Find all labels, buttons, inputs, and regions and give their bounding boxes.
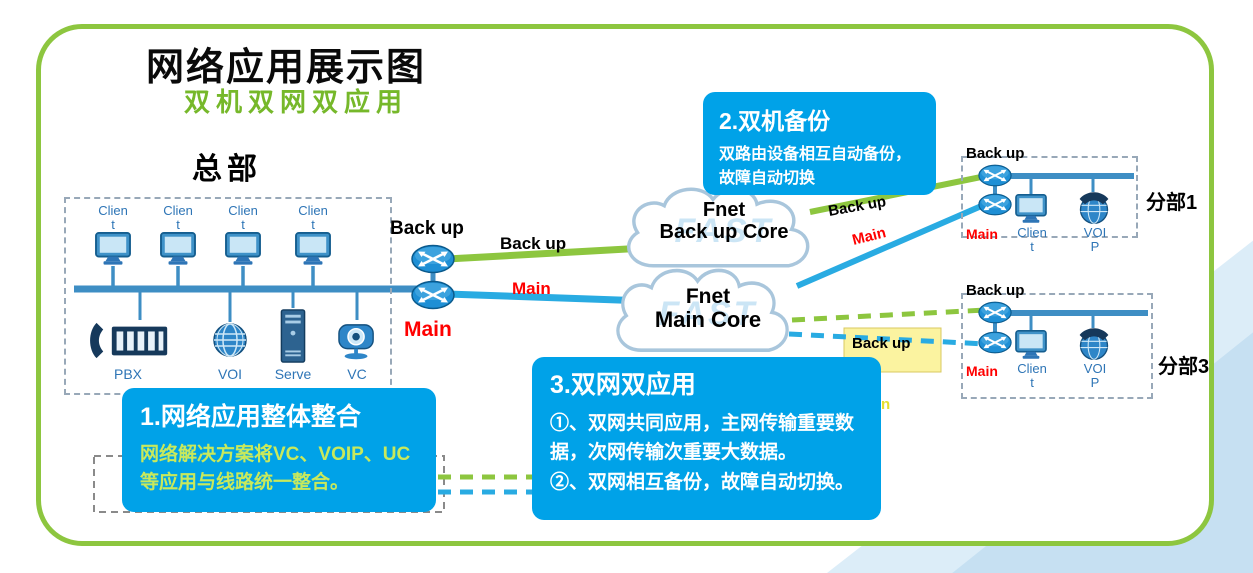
globe-icon xyxy=(212,322,248,358)
callout-body: 网络解决方案将VC、VOIP、UC等应用与线路统一整合。 xyxy=(140,444,411,493)
hq-main-link-label: Main xyxy=(512,279,551,298)
callout-body: 双路由设备相互自动备份，故障自动切换 xyxy=(719,146,912,187)
cloud-watermark: FAST xyxy=(658,295,758,333)
hq-router-backup-label: Back up xyxy=(390,218,464,239)
branch1-name: 分部1 xyxy=(1146,192,1198,214)
callout-body-line1: ①、双网共同应用，主网传输重要数据，次网传输次重要大数据。 xyxy=(550,413,855,464)
camera-icon xyxy=(336,322,378,360)
branch3-main-label: Main xyxy=(966,363,998,379)
pbx-icon xyxy=(86,320,172,362)
callout-title: 2.双机备份 xyxy=(719,108,831,134)
branch3-backup-label: Back up xyxy=(966,282,1025,299)
page-subtitle: 双机双网双应用 xyxy=(184,87,409,117)
client-icon xyxy=(224,232,262,266)
callout-title: 3.双网双应用 xyxy=(550,371,696,399)
hq-lan-lines xyxy=(74,259,441,322)
client-icon xyxy=(94,232,132,266)
hq-client-label: Clien t xyxy=(163,203,193,232)
branch1-boundary-box xyxy=(961,156,1138,238)
router-icon xyxy=(978,164,1012,187)
page-title: 网络应用展示图 xyxy=(146,47,427,89)
callout-title: 1.网络应用整体整合 xyxy=(140,403,361,431)
branch3-backup-link-line xyxy=(791,307,987,323)
hq-backup-link-label: Back up xyxy=(500,234,567,253)
voip-label: VOI xyxy=(217,366,243,382)
voip-phone-icon xyxy=(1076,326,1112,362)
client-icon xyxy=(159,232,197,266)
hq-client-label: Clien t xyxy=(228,203,258,232)
branch1-backup-label: Back up xyxy=(966,145,1025,162)
backup-core-name: Fnet xyxy=(702,199,746,221)
server-label: Serve xyxy=(274,366,312,382)
client-icon xyxy=(1014,330,1048,360)
cloud-watermark: FAST xyxy=(674,212,774,250)
vc-label: VC xyxy=(347,366,367,382)
router-icon xyxy=(411,244,455,274)
branch3-main-link-line xyxy=(788,331,987,347)
branch1-main-link-line xyxy=(795,201,988,289)
branch3-client-label: Clien t xyxy=(1017,361,1047,390)
router-icon xyxy=(978,193,1012,216)
callout-dual-network-app: 3.双网双应用 ①、双网共同应用，主网传输重要数据，次网传输次重要大数据。 ②、… xyxy=(532,357,881,520)
branch3-boundary-box xyxy=(961,293,1153,399)
callout-network-integration: 1.网络应用整体整合 网络解决方案将VC、VOIP、UC等应用与线路统一整合。 xyxy=(122,388,436,512)
router-icon xyxy=(411,280,455,310)
pbx-label: PBX xyxy=(113,366,142,382)
callout-dual-machine-backup: 2.双机备份 双路由设备相互自动备份，故障自动切换 xyxy=(703,92,936,195)
branch1-voip-label: VOI P xyxy=(1083,225,1107,254)
server-icon xyxy=(278,308,308,364)
callout-body-line2: ②、双网相互备份，故障自动切换。 xyxy=(550,471,855,493)
voip-phone-icon xyxy=(1076,190,1112,226)
branch3-name: 分部3 xyxy=(1158,356,1210,378)
hq-label: 总部 xyxy=(192,153,262,186)
hq-client-label: Clien t xyxy=(98,203,128,232)
router-icon xyxy=(978,301,1012,324)
branch1-main-label: Main xyxy=(966,226,998,242)
client-icon xyxy=(294,232,332,266)
branch3-backup-link-label: Back up xyxy=(852,335,911,352)
main-core-name: Fnet xyxy=(685,285,731,308)
main-core-subname: Main Core xyxy=(654,307,762,332)
branch1-client-label: Clien t xyxy=(1017,225,1047,254)
hq-client-label: Clien t xyxy=(298,203,328,232)
client-icon xyxy=(1014,194,1048,224)
hq-router-main-label: Main xyxy=(404,318,452,341)
router-icon xyxy=(978,331,1012,354)
backup-core-subname: Back up Core xyxy=(659,221,789,243)
branch3-voip-label: VOI P xyxy=(1083,361,1107,390)
